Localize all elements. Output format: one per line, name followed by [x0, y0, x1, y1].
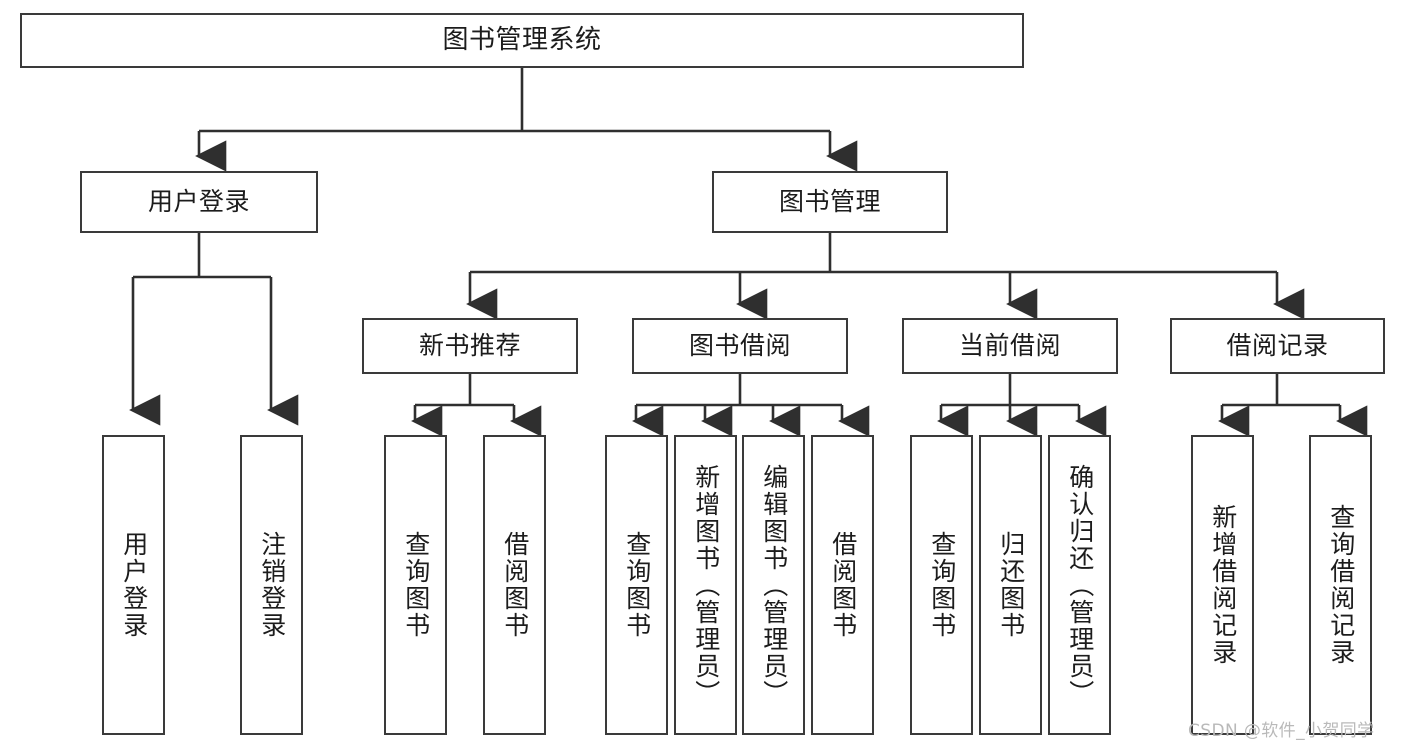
node-leaf-edit-book-label: 编辑图书（管理员） [759, 463, 789, 707]
node-leaf-add-record-label: 新增借阅记录 [1208, 504, 1238, 666]
node-leaf-query-book-1[interactable]: 查询图书 [384, 435, 447, 735]
node-borrow-record[interactable]: 借阅记录 [1170, 318, 1385, 374]
node-leaf-borrow-book-2[interactable]: 借阅图书 [811, 435, 874, 735]
node-leaf-confirm-return[interactable]: 确认归还（管理员） [1048, 435, 1111, 735]
node-user-login[interactable]: 用户登录 [80, 171, 318, 233]
node-leaf-query-book-2-label: 查询图书 [622, 531, 652, 639]
node-leaf-query-book-3[interactable]: 查询图书 [910, 435, 973, 735]
node-leaf-query-book-2[interactable]: 查询图书 [605, 435, 668, 735]
node-leaf-logout-login[interactable]: 注销登录 [240, 435, 303, 735]
node-current-borrow[interactable]: 当前借阅 [902, 318, 1118, 374]
node-book-borrow-label: 图书借阅 [688, 331, 791, 360]
node-leaf-query-book-3-label: 查询图书 [927, 531, 957, 639]
node-book-borrow[interactable]: 图书借阅 [632, 318, 848, 374]
node-book-manage-label: 图书管理 [778, 187, 881, 216]
node-leaf-query-book-1-label: 查询图书 [401, 531, 431, 639]
node-borrow-record-label: 借阅记录 [1226, 331, 1329, 360]
node-leaf-logout-login-label: 注销登录 [257, 531, 287, 639]
node-leaf-confirm-return-label: 确认归还（管理员） [1065, 463, 1095, 707]
node-leaf-return-book-label: 归还图书 [996, 531, 1026, 639]
node-user-login-label: 用户登录 [147, 187, 250, 216]
node-root[interactable]: 图书管理系统 [20, 13, 1024, 68]
node-leaf-add-record[interactable]: 新增借阅记录 [1191, 435, 1254, 735]
node-new-book-recommend-label: 新书推荐 [418, 331, 521, 360]
csdn-watermark: CSDN @软件_小贺同学 [1188, 721, 1375, 741]
node-leaf-user-login-label: 用户登录 [119, 531, 149, 639]
node-leaf-query-record-label: 查询借阅记录 [1326, 504, 1356, 666]
node-leaf-borrow-book-2-label: 借阅图书 [828, 531, 858, 639]
node-new-book-recommend[interactable]: 新书推荐 [362, 318, 578, 374]
node-leaf-borrow-book-1-label: 借阅图书 [500, 531, 530, 639]
node-leaf-add-book[interactable]: 新增图书（管理员） [674, 435, 737, 735]
node-leaf-query-record[interactable]: 查询借阅记录 [1309, 435, 1372, 735]
node-leaf-add-book-label: 新增图书（管理员） [691, 463, 721, 707]
node-leaf-borrow-book-1[interactable]: 借阅图书 [483, 435, 546, 735]
node-leaf-user-login[interactable]: 用户登录 [102, 435, 165, 735]
node-current-borrow-label: 当前借阅 [958, 331, 1061, 360]
node-leaf-return-book[interactable]: 归还图书 [979, 435, 1042, 735]
node-root-label: 图书管理系统 [442, 24, 602, 55]
node-leaf-edit-book[interactable]: 编辑图书（管理员） [742, 435, 805, 735]
node-book-manage[interactable]: 图书管理 [712, 171, 948, 233]
